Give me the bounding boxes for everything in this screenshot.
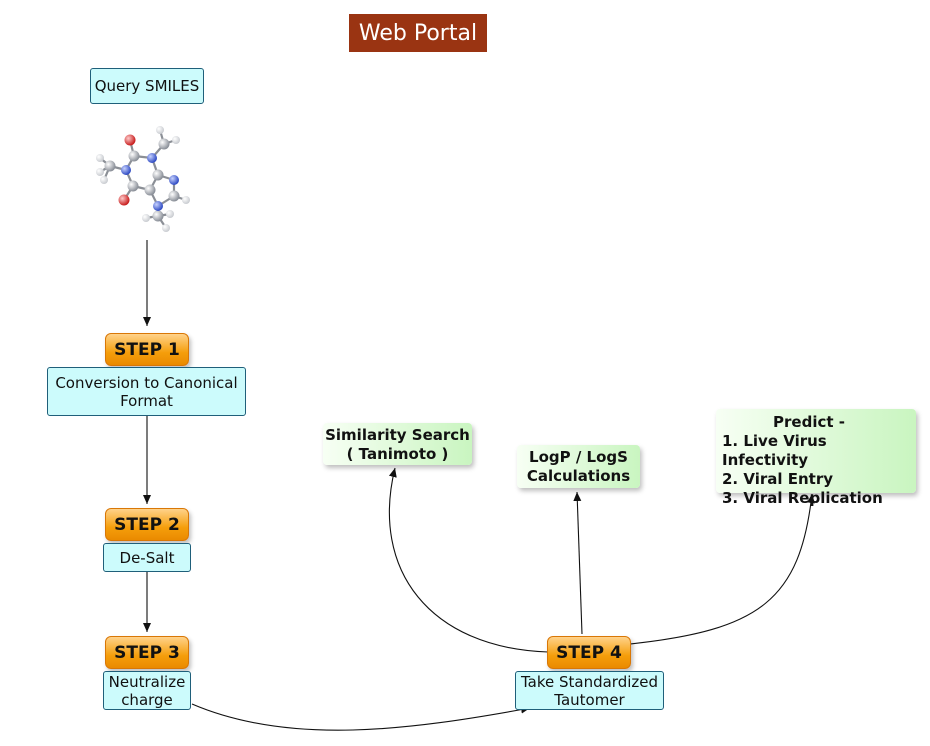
arrow-step4-to-logp <box>573 491 583 635</box>
page-title: Web Portal <box>349 14 487 52</box>
query-smiles-box[interactable]: Query SMILES <box>90 68 204 104</box>
step4-desc-line2: Tautomer <box>554 690 625 709</box>
query-smiles-label: Query SMILES <box>94 77 200 95</box>
logp-line1: LogP / LogS <box>529 448 628 466</box>
step1-badge: STEP 1 <box>105 333 189 366</box>
step1-label: STEP 1 <box>114 339 180 360</box>
step3-badge: STEP 3 <box>105 636 189 669</box>
similarity-line1: Similarity Search <box>325 426 470 444</box>
logp-logs-box[interactable]: LogP / LogS Calculations <box>517 445 640 488</box>
predict-item-2: 2. Viral Entry <box>722 470 833 488</box>
step1-desc-line2: Format <box>120 391 173 410</box>
step2-desc-line1: De-Salt <box>119 548 175 567</box>
step4-box[interactable]: Take Standardized Tautomer <box>515 671 664 710</box>
predict-box[interactable]: Predict - 1. Live Virus Infectivity 2. V… <box>716 409 916 507</box>
step3-desc-line2: charge <box>121 690 173 709</box>
arrow-step3-to-step4 <box>191 703 531 731</box>
step4-desc-line1: Take Standardized <box>520 672 659 691</box>
predict-heading: Predict - <box>773 413 845 431</box>
similarity-search-box[interactable]: Similarity Search ( Tanimoto ) <box>323 423 472 465</box>
logp-line2: Calculations <box>526 467 631 485</box>
step4-label: STEP 4 <box>556 642 622 663</box>
similarity-line2: ( Tanimoto ) <box>346 445 449 463</box>
arrow-step4-to-predict <box>629 493 815 645</box>
step3-box[interactable]: Neutralize charge <box>103 671 191 710</box>
step2-badge: STEP 2 <box>105 508 189 541</box>
step2-box[interactable]: De-Salt <box>103 543 191 572</box>
step1-desc-line1: Conversion to Canonical <box>55 373 238 392</box>
predict-item-3: 3. Viral Replication <box>722 489 883 507</box>
step3-desc-line1: Neutralize <box>108 672 186 691</box>
step4-badge: STEP 4 <box>547 636 631 669</box>
predict-item-1: 1. Live Virus Infectivity <box>722 432 827 469</box>
arrow-step4-to-similarity <box>388 467 549 653</box>
step2-label: STEP 2 <box>114 514 180 535</box>
step1-box[interactable]: Conversion to Canonical Format <box>47 367 246 416</box>
step3-label: STEP 3 <box>114 642 180 663</box>
